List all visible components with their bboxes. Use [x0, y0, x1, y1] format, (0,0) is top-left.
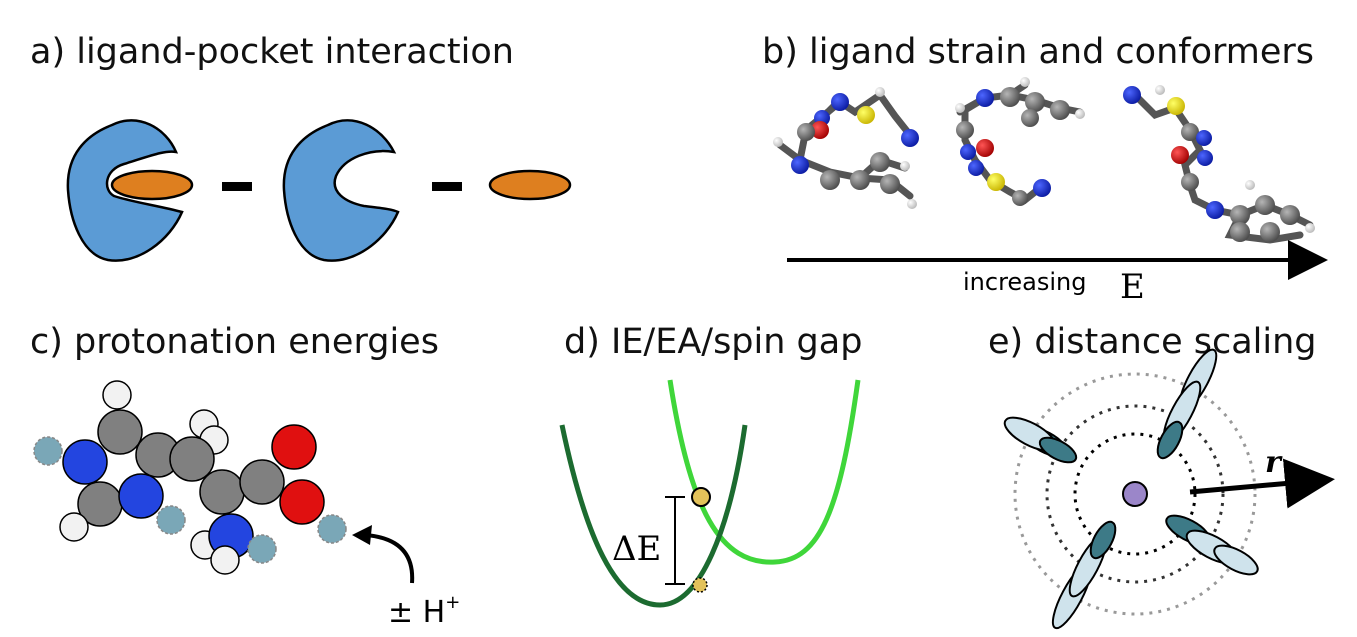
- proton-site: [247, 534, 277, 564]
- energy-axis-symbol: E: [1120, 267, 1145, 307]
- conformer-3-atoms: [1123, 85, 1315, 242]
- middle-distance-ring: [1045, 404, 1225, 584]
- monomer-upper-left: [1003, 416, 1078, 464]
- conformer-1-atoms: [773, 87, 919, 209]
- protein-pocket-shape: [282, 119, 400, 262]
- distance-vector-arrow: [1189, 458, 1335, 509]
- light-green-curve: [667, 379, 861, 565]
- carbon-atom: [169, 436, 215, 482]
- panel-e-graphic: r: [1003, 348, 1335, 630]
- panel-b-title: b) ligand strain and conformers: [762, 32, 1315, 72]
- panel-e-title: e) distance scaling: [988, 322, 1317, 362]
- nitrogen-atom: [118, 473, 164, 519]
- proton-site: [33, 436, 63, 466]
- carbon-atom: [239, 459, 285, 505]
- panel-a-title: a) ligand-pocket interaction: [30, 32, 514, 72]
- protonation-label: ± H+: [388, 592, 460, 630]
- center-atom: [1122, 481, 1148, 507]
- hydrogen-atom: [102, 380, 132, 410]
- dark-green-curve: [559, 424, 748, 608]
- outer-distance-ring: [1013, 372, 1257, 616]
- oxygen-atom: [271, 424, 317, 470]
- lower-state-point: [692, 577, 708, 593]
- energy-axis-label: increasing: [963, 268, 1087, 296]
- panel-d-title: d) IE/EA/spin gap: [564, 322, 863, 362]
- hydrogen-atom: [59, 512, 89, 542]
- protonation-arrow: [365, 533, 415, 584]
- protonation-arrow-head: [352, 525, 372, 545]
- conformer-2-atoms: [955, 77, 1085, 206]
- proton-site: [317, 514, 347, 544]
- carbon-atom: [97, 409, 143, 455]
- panel-a-graphic: [66, 119, 572, 262]
- proton-site: [156, 505, 186, 535]
- hydrogen-atom: [210, 545, 240, 575]
- oxygen-atom: [279, 479, 325, 525]
- free-ligand-shape: [488, 169, 572, 201]
- gap-label: ΔE: [612, 529, 661, 569]
- carbon-atom: [199, 469, 245, 515]
- panel-c-graphic: ± H+: [33, 380, 460, 630]
- bound-ligand-shape: [110, 169, 194, 201]
- monomer-lower-left: [1051, 520, 1117, 630]
- nitrogen-atom: [62, 439, 108, 485]
- panel-d-graphic: ΔE: [559, 379, 861, 608]
- protein-complex-shape: [66, 119, 184, 262]
- monomer-upper-right: [1156, 348, 1218, 460]
- panel-c-title: c) protonation energies: [30, 322, 439, 362]
- monomer-lower-right: [1165, 514, 1259, 576]
- upper-state-point: [691, 487, 711, 507]
- distance-vector-label: r: [1265, 445, 1283, 480]
- panel-b-graphic: increasing E: [773, 77, 1328, 307]
- minus-sign-2: [432, 182, 462, 191]
- minus-sign-1: [222, 182, 252, 191]
